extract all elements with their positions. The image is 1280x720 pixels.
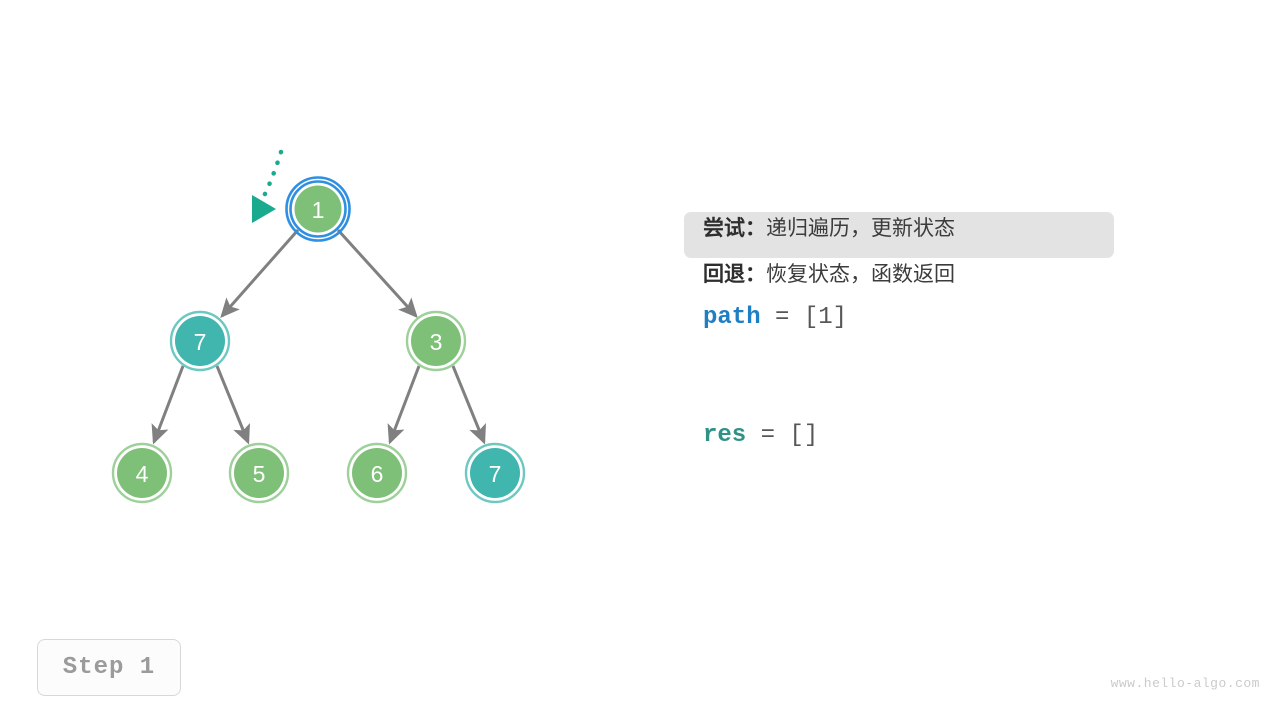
tree-node-4[interactable]: 4 bbox=[111, 442, 173, 504]
edge-1-3 bbox=[336, 228, 418, 318]
step-badge: Step 1 bbox=[37, 639, 181, 696]
tree-node-1[interactable]: 1 bbox=[285, 176, 351, 242]
edge-3-6 bbox=[387, 365, 421, 445]
site-watermark: www.hello-algo.com bbox=[1110, 676, 1260, 691]
tree-edges bbox=[151, 228, 486, 445]
info-panel: 尝试： 递归遍历，更新状态 回退： 恢复状态，函数返回 path = [1] r… bbox=[684, 212, 1114, 468]
tree-node-3-label: 3 bbox=[430, 329, 443, 355]
info-row-try-value: 递归遍历，更新状态 bbox=[766, 217, 955, 240]
tree-node-6-label: 6 bbox=[371, 461, 384, 487]
code-line-path: path = [1] bbox=[684, 304, 1114, 350]
tree-node-3[interactable]: 3 bbox=[405, 310, 467, 372]
info-row-backtrack-key: 回退： bbox=[703, 263, 766, 286]
info-row-try-key: 尝试： bbox=[703, 217, 766, 240]
tree-node-7-left-label: 7 bbox=[194, 329, 207, 355]
tree-node-7-left[interactable]: 7 bbox=[169, 310, 231, 372]
tree-node-5[interactable]: 5 bbox=[228, 442, 290, 504]
edge-7-5 bbox=[215, 365, 250, 445]
code-var-res: res bbox=[703, 422, 747, 449]
step-badge-label: Step 1 bbox=[62, 654, 156, 681]
code-value-path: = [1] bbox=[760, 304, 848, 331]
info-row-backtrack-value: 恢复状态，函数返回 bbox=[766, 263, 955, 286]
tree-node-1-label: 1 bbox=[312, 197, 325, 223]
edge-3-7 bbox=[451, 365, 486, 445]
panel-spacer bbox=[684, 350, 1114, 422]
tree-node-7-right-label: 7 bbox=[489, 461, 502, 487]
code-line-res: res = [] bbox=[684, 422, 1114, 468]
tree-node-7-right[interactable]: 7 bbox=[464, 442, 526, 504]
recursion-pointer bbox=[252, 149, 284, 223]
binary-tree-diagram: 1 7 3 4 5 6 7 bbox=[111, 149, 526, 504]
tree-node-4-label: 4 bbox=[136, 461, 149, 487]
tree-node-6[interactable]: 6 bbox=[346, 442, 408, 504]
edge-7-4 bbox=[151, 365, 185, 445]
info-row-backtrack: 回退： 恢复状态，函数返回 bbox=[684, 258, 1114, 304]
tree-node-5-label: 5 bbox=[253, 461, 266, 487]
info-row-try: 尝试： 递归遍历，更新状态 bbox=[684, 212, 1114, 258]
code-var-path: path bbox=[703, 304, 761, 331]
edge-1-7 bbox=[220, 229, 300, 319]
code-value-res: = [] bbox=[746, 422, 819, 449]
